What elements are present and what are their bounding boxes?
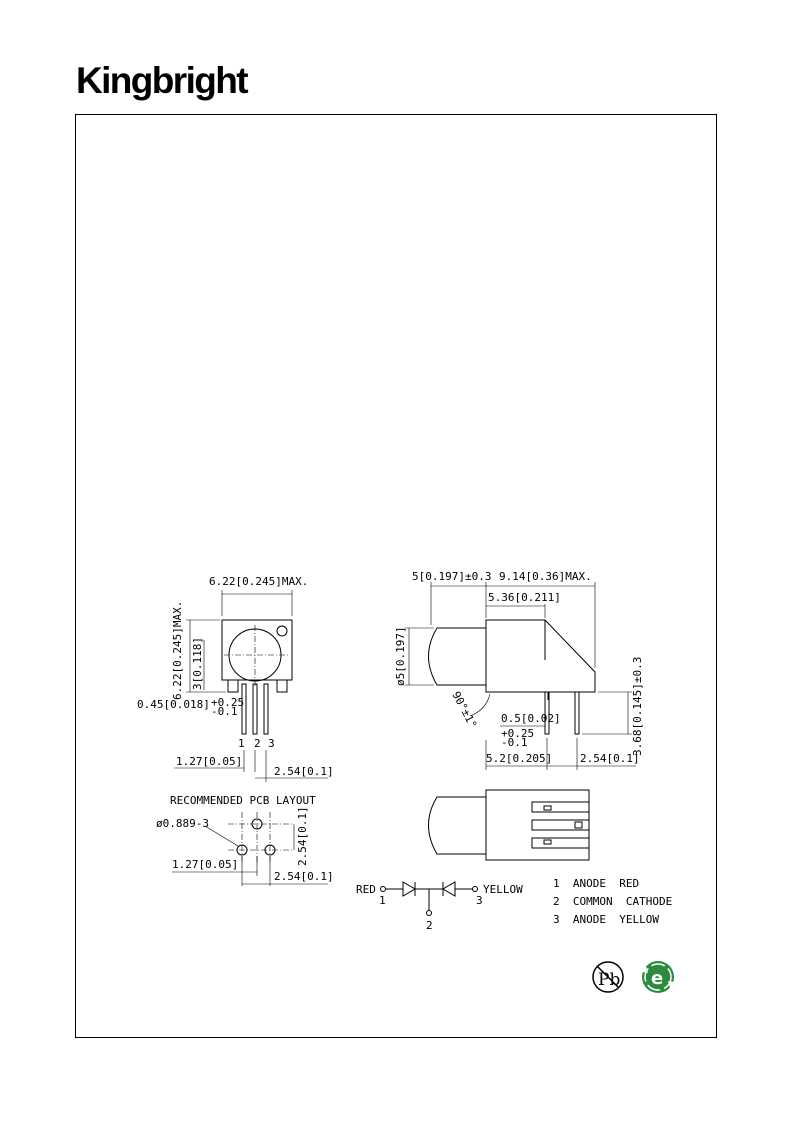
front-width-label: 6.22[0.245]MAX. xyxy=(209,575,308,588)
drawing-frame xyxy=(75,114,717,1038)
front-height-label: 6.22[0.245]MAX. xyxy=(171,601,184,700)
lead-2 xyxy=(252,683,258,735)
polarity-dot xyxy=(276,625,288,637)
pcb-layout: RECOMMENDED PCB LAYOUT ø0.889-3 2.54[0.1… xyxy=(156,794,334,886)
pcb-vertical-pitch-label: 2.54[0.1] xyxy=(296,806,309,866)
bottom-body xyxy=(485,789,590,861)
lead-3 xyxy=(263,683,269,735)
brand-logo: Kingbright xyxy=(76,60,249,101)
side-angle-label: 90°±1° xyxy=(449,689,479,730)
bottom-view xyxy=(428,789,590,861)
side-pitch-label: 2.54[0.1] xyxy=(580,752,640,765)
pb-free-badge: Pb xyxy=(592,961,624,993)
lead-1 xyxy=(241,683,247,735)
side-lead-front xyxy=(544,691,550,735)
diode-yellow xyxy=(442,881,456,897)
front-lead-tol-plus: +0.25 xyxy=(211,696,244,709)
diode-red xyxy=(402,881,416,897)
front-body xyxy=(221,619,293,681)
schematic-pin-3: 3 xyxy=(476,894,483,907)
front-view: 6.22[0.245]MAX. 6.22[0.245]MAX. 3[0.118]… xyxy=(137,575,334,782)
side-lens xyxy=(428,627,486,686)
pin-legend: 1 ANODE RED 2 COMMON CATHODE 3 ANODE YEL… xyxy=(553,877,672,926)
front-lead-label: 0.45[0.018] xyxy=(137,698,210,711)
pcb-half-pitch-label: 1.27[0.05] xyxy=(172,858,238,871)
side-view: 5[0.197]±0.3 9.14[0.36]MAX. 5.36[0.211] … xyxy=(394,570,644,770)
front-center-label: 3[0.118] xyxy=(191,637,204,690)
schematic: RED YELLOW 1 2 3 xyxy=(356,881,523,932)
pcb-layout-title: RECOMMENDED PCB LAYOUT xyxy=(170,794,316,807)
front-pitch-label: 2.54[0.1] xyxy=(274,765,334,778)
pin-number-2: 2 xyxy=(254,737,261,750)
pin-legend-3: 3 ANODE YELLOW xyxy=(553,913,659,926)
front-lead-tol-minus: -0.1 xyxy=(211,705,238,718)
side-body-label: 5.36[0.211] xyxy=(488,591,561,604)
schematic-yellow-label: YELLOW xyxy=(483,883,523,896)
side-lead-back xyxy=(574,691,580,735)
front-half-pitch-label: 1.27[0.05] xyxy=(176,755,242,768)
pin-number-1: 1 xyxy=(238,737,245,750)
pb-free-text: Pb xyxy=(598,970,620,990)
pin-legend-2: 2 COMMON CATHODE xyxy=(553,895,672,908)
pin-legend-1: 1 ANODE RED xyxy=(553,877,639,890)
side-lens-length-label: 5[0.197]±0.3 xyxy=(412,570,491,583)
side-overall-length-label: 9.14[0.36]MAX. xyxy=(499,570,592,583)
side-body xyxy=(485,619,596,693)
schematic-pin-2: 2 xyxy=(426,919,433,932)
rohs-badge: e xyxy=(642,961,674,993)
rohs-badge-text: e xyxy=(651,968,663,989)
pcb-pitch-label: 2.54[0.1] xyxy=(274,870,334,883)
pin-number-3: 3 xyxy=(268,737,275,750)
side-diameter-label: ø5[0.197] xyxy=(394,626,407,686)
bottom-lens xyxy=(428,796,486,855)
schematic-red-label: RED xyxy=(356,883,376,896)
pcb-hole-label: ø0.889-3 xyxy=(156,817,209,830)
schematic-pin-1: 1 xyxy=(379,894,386,907)
side-height-label: 3.68[0.145]±0.3 xyxy=(631,657,644,756)
side-lead-offset-label: 5.2[0.205] xyxy=(486,752,552,765)
side-lead-tol-plus: +0.25 xyxy=(501,727,534,740)
side-lead-tol-minus: -0.1 xyxy=(501,736,528,749)
side-lead-label: 0.5[0.02] xyxy=(501,712,561,725)
